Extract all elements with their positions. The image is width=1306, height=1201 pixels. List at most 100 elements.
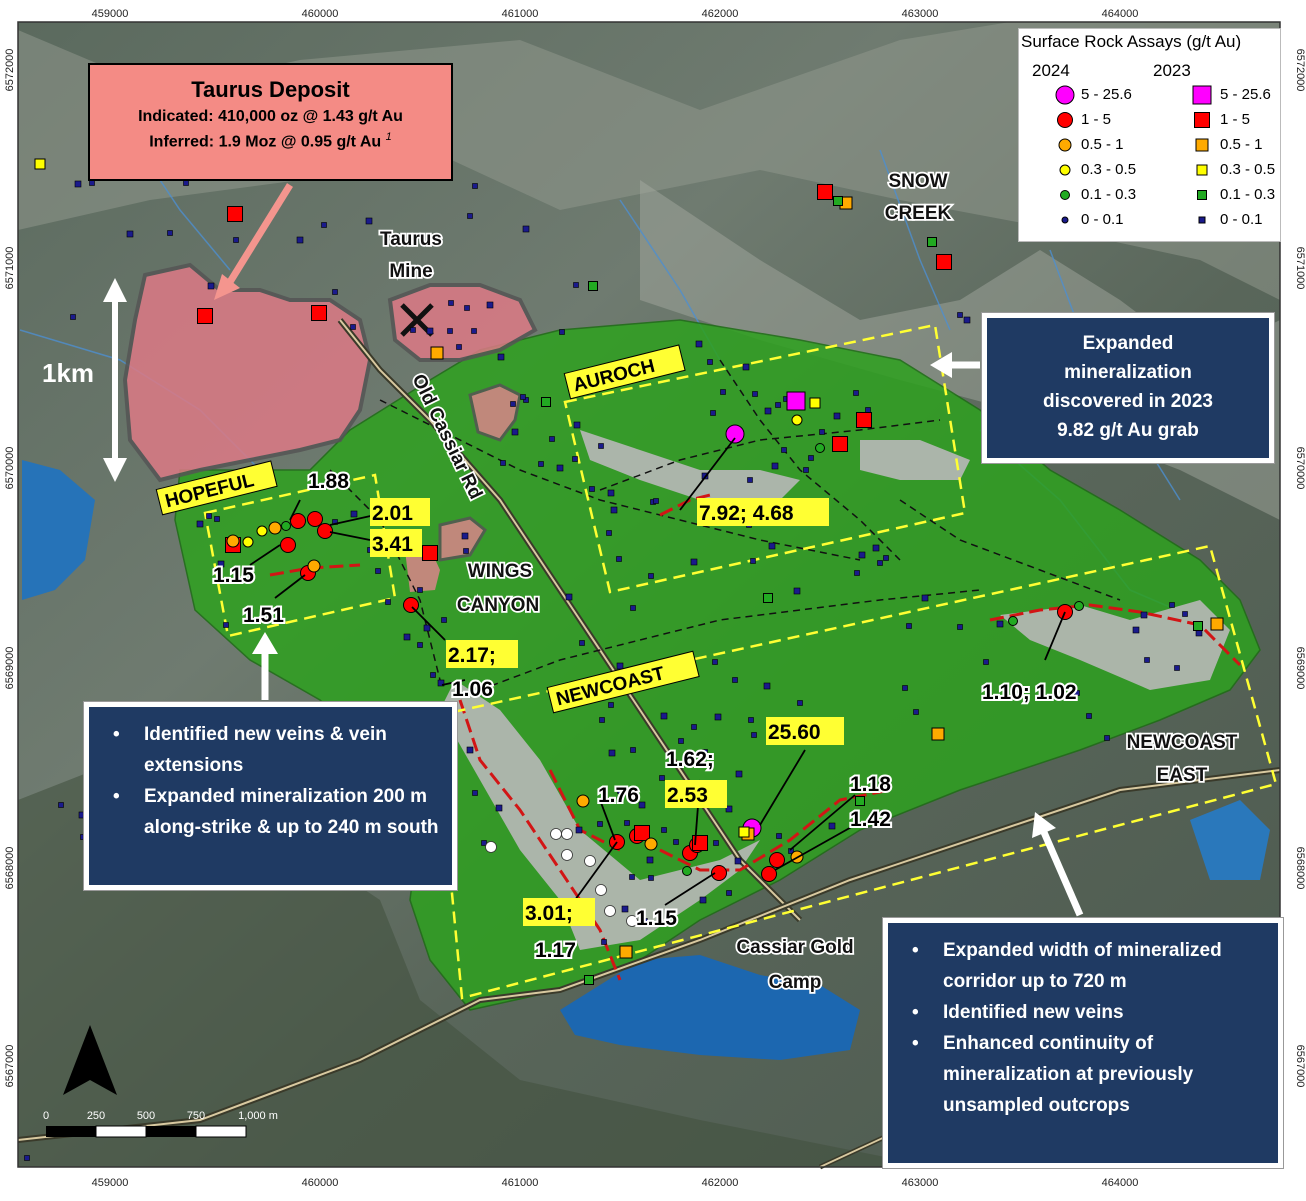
sample-marker <box>70 314 76 320</box>
sample-marker <box>634 825 650 841</box>
auroch-grey-band <box>580 430 800 520</box>
sample-marker <box>616 662 624 670</box>
legend-symbols <box>1060 190 1207 200</box>
sample-marker <box>589 486 595 492</box>
sample-marker <box>678 738 684 744</box>
sample-marker <box>630 747 636 753</box>
sample-marker <box>775 402 781 408</box>
sample-marker <box>597 821 603 827</box>
legend-square-icon <box>1194 112 1210 128</box>
sample-marker <box>423 624 431 632</box>
sample-marker <box>604 905 616 917</box>
sample-marker <box>1182 611 1188 617</box>
sample-marker <box>761 866 777 882</box>
newcoast-pointer-arrow-head <box>1032 812 1056 838</box>
lake-south <box>560 955 860 1060</box>
sample-marker <box>791 414 803 426</box>
sample-marker <box>422 545 438 561</box>
sample-marker <box>725 424 745 444</box>
sample-marker <box>24 1155 30 1161</box>
sample-marker <box>575 826 583 834</box>
grade-label: 1.76 <box>598 784 639 807</box>
taurus-deposit-box: Taurus Deposit Indicated: 410,000 oz @ 1… <box>88 63 453 181</box>
easting-tick: 462000 <box>702 1177 739 1189</box>
grade-label: 2.17; <box>448 644 496 667</box>
legend-label: 0.1 - 0.3 <box>1081 186 1137 203</box>
sample-marker <box>495 804 503 812</box>
easting-tick: 464000 <box>1102 1177 1139 1189</box>
sample-marker <box>1169 602 1175 608</box>
sample-marker <box>510 401 516 407</box>
sample-marker <box>797 700 803 706</box>
sample-marker <box>321 222 327 228</box>
sample-marker <box>648 573 654 579</box>
sample-marker <box>456 344 462 350</box>
legend-symbols <box>1057 112 1210 128</box>
sample-marker <box>1210 617 1224 631</box>
sample-marker <box>771 462 779 470</box>
easting-tick: 461000 <box>502 1177 539 1189</box>
newcoast-pointer-arrow <box>1039 828 1084 917</box>
sample-marker <box>832 436 848 452</box>
legend-square-icon <box>1198 216 1206 224</box>
taurus-mine-outline <box>387 283 538 362</box>
sample-marker <box>616 556 622 562</box>
sample-marker <box>1008 616 1018 626</box>
sample-marker <box>957 624 963 630</box>
northing-tick: 6567000 <box>1294 1045 1306 1088</box>
sample-marker <box>786 391 806 411</box>
taurus-mine-label: Taurus <box>380 229 442 250</box>
easting-tick: 462000 <box>702 8 739 20</box>
sample-marker <box>624 820 630 826</box>
auroch-target-box <box>563 323 967 594</box>
sample-marker <box>660 712 668 720</box>
sample-marker <box>226 534 240 548</box>
sample-marker <box>621 905 629 913</box>
sample-marker <box>467 213 473 219</box>
sample-marker <box>809 397 821 409</box>
sample-marker <box>877 560 883 566</box>
sample-marker <box>714 713 722 721</box>
grade-label: 3.01; <box>525 902 573 925</box>
legend-circle-icon <box>1061 216 1069 224</box>
sample-marker <box>196 520 204 528</box>
grade-label: 3.41 <box>372 533 413 556</box>
sample-marker <box>183 180 189 186</box>
sample-marker <box>290 513 306 529</box>
scale-tick: 250 <box>87 1110 105 1122</box>
grade-label: 1.42 <box>850 808 891 831</box>
northing-tick: 6568000 <box>4 847 16 890</box>
target-boxes <box>203 323 1278 1000</box>
sample-marker <box>883 555 889 561</box>
sample-marker <box>931 727 945 741</box>
hopeful-bullets: Identified new veins & vein extensions E… <box>107 719 442 843</box>
bullet-item: Identified new veins & vein extensions <box>107 719 442 781</box>
sample-marker <box>268 521 282 535</box>
legend-symbols <box>1061 216 1206 224</box>
northing-tick: 6570000 <box>4 447 16 490</box>
deposit-pointer-arrow-head <box>214 274 240 300</box>
sample-marker <box>206 513 212 519</box>
sample-marker <box>466 746 474 754</box>
sample-marker <box>713 840 719 846</box>
deposit-indicated-text: Indicated: 410,000 oz @ 1.43 g/t Au <box>138 108 403 125</box>
easting-tick: 463000 <box>902 1177 939 1189</box>
sample-marker <box>197 308 213 324</box>
sample-marker <box>927 237 937 247</box>
grade-label: 1.15 <box>213 564 254 587</box>
sample-marker <box>619 945 633 959</box>
sample-marker <box>561 828 573 840</box>
sample-marker <box>828 822 836 830</box>
easting-axis-top: 459000 460000 461000 462000 463000 46400… <box>92 8 1139 20</box>
sample-marker <box>430 672 436 678</box>
grade-label: 1.10; 1.02 <box>982 681 1077 704</box>
sample-marker <box>307 559 321 573</box>
sample-marker <box>437 679 445 687</box>
grade-highlights <box>370 498 844 926</box>
sample-marker <box>963 316 971 324</box>
easting-tick: 460000 <box>302 1177 339 1189</box>
easting-tick: 460000 <box>302 8 339 20</box>
easting-axis-bottom: 459000 460000 461000 462000 463000 46400… <box>92 1177 1139 1189</box>
